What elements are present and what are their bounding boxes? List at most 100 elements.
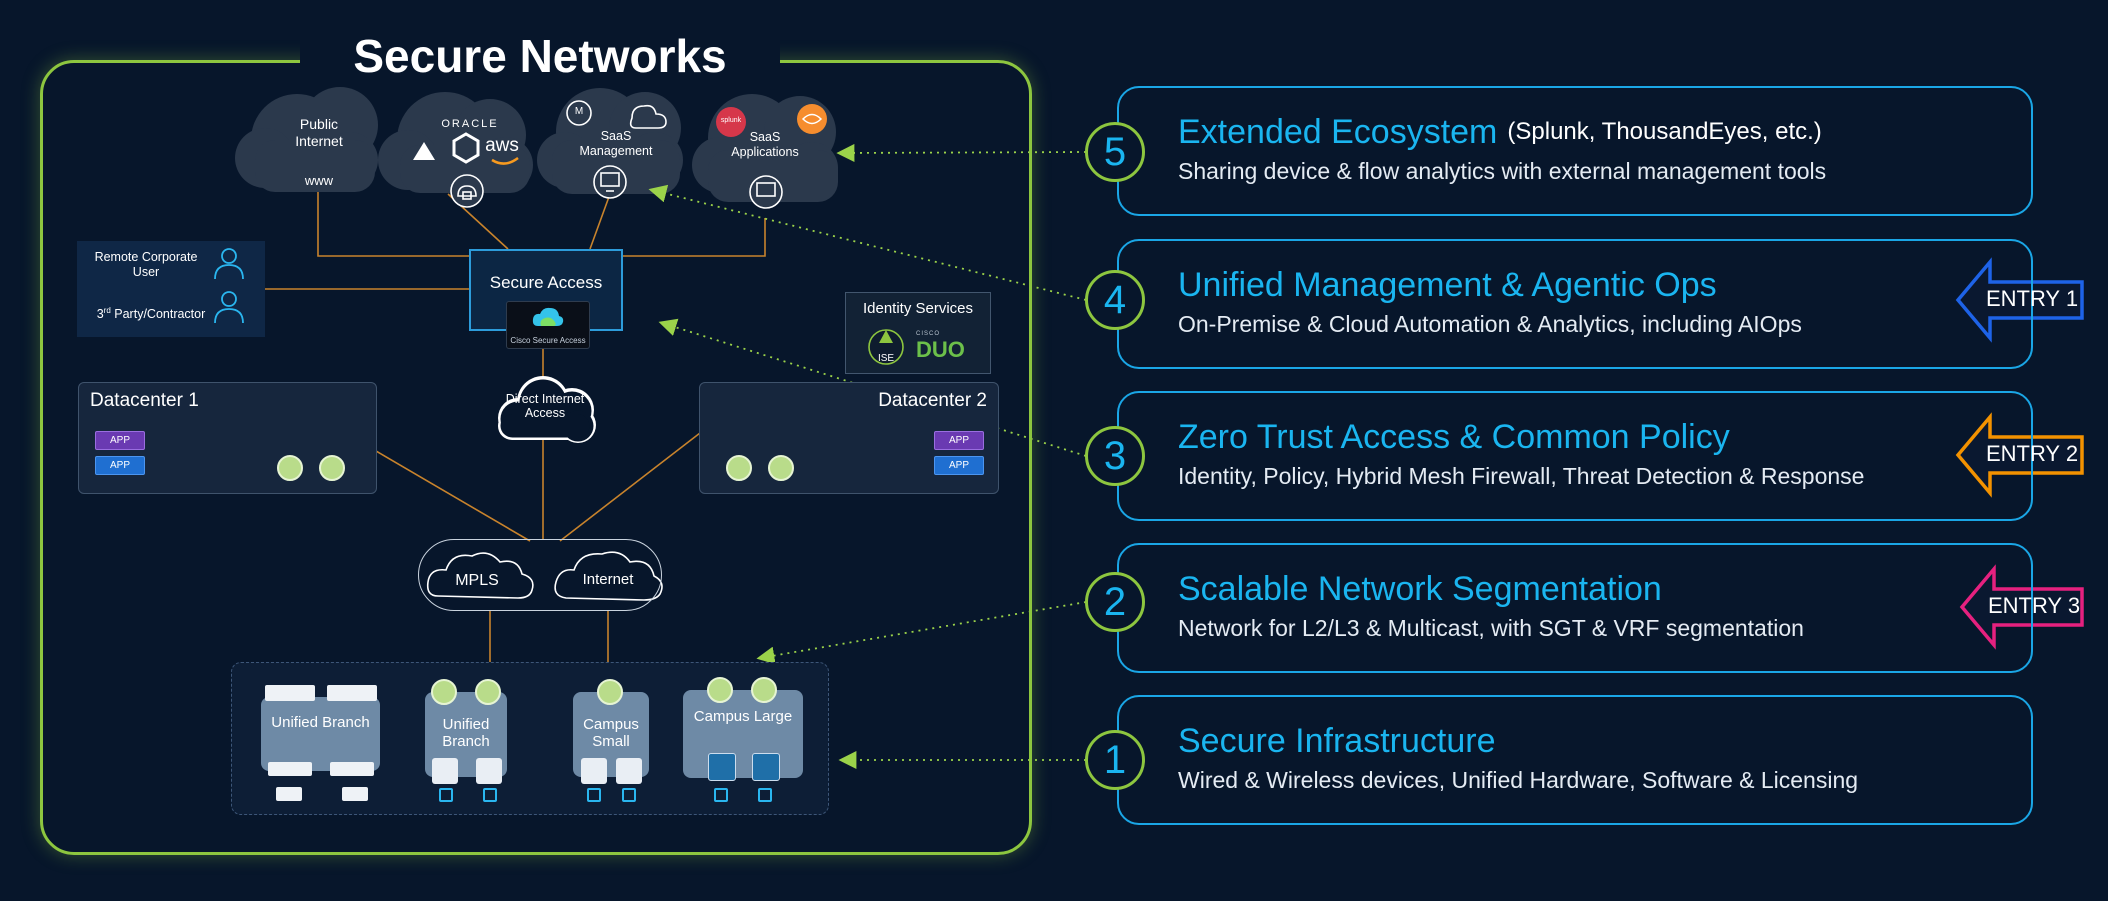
branch2-switch-a-icon	[432, 758, 458, 784]
entry-1-label: ENTRY 1	[1985, 286, 2079, 311]
layer-1-desc: Wired & Wireless devices, Unified Hardwa…	[1178, 767, 1859, 793]
third-party-rest: Party/Contractor	[110, 307, 206, 322]
site-campus-large-label: Campus Large	[693, 708, 793, 725]
datacenter2-router-b-icon	[768, 455, 794, 481]
user-icon-head	[221, 248, 237, 264]
entry-3-arrow-icon	[1959, 564, 2084, 650]
campus-large-router-b-icon	[751, 677, 777, 703]
user-icon-body	[214, 264, 244, 280]
campus-small-router-icon	[597, 679, 623, 705]
page-title: Secure Networks	[300, 26, 780, 86]
branch1-ap-a-icon	[276, 787, 302, 801]
layer-3-number: 3	[1085, 426, 1145, 486]
connector-dc1-wan	[375, 450, 531, 542]
secure-access-cloud-icon	[532, 307, 564, 326]
gcp-icon	[452, 132, 480, 164]
campus-large-router-a-icon	[707, 677, 733, 703]
azure-icon	[413, 142, 435, 160]
connector-saas-apps	[623, 218, 766, 257]
branch2-router-b-icon	[475, 679, 501, 705]
entry-1-arrow-icon	[1955, 257, 2084, 343]
layer-4-number: 4	[1085, 270, 1145, 330]
site-campus-small-label: Campus Small	[583, 716, 639, 750]
splunk-badge: splunk	[720, 117, 742, 124]
branch1-ap-b-icon	[342, 787, 368, 801]
campus-large-ap-b-icon	[758, 788, 772, 802]
layer-1-title: Secure Infrastructure	[1178, 722, 1496, 760]
user-icons	[214, 248, 244, 324]
connector-dc2-wan	[559, 432, 701, 542]
connector-internet	[317, 192, 469, 257]
entry-2-arrow-icon	[1955, 412, 2084, 498]
saas-management-label: SaaS Management	[579, 129, 653, 158]
wan-container	[418, 539, 662, 611]
duo-cisco-small: CISCO	[916, 331, 941, 337]
entry-3-label: ENTRY 3	[1987, 593, 2081, 618]
datacenter2-panel: Datacenter 2 APP APP	[699, 382, 999, 494]
branch1-device-a-icon	[265, 685, 315, 701]
thousandeyes-eye-icon	[801, 113, 823, 125]
datacenter1-router-a-icon	[277, 455, 303, 481]
duo-logo: DUO	[916, 337, 965, 362]
site-unified-branch-2-label: Unified Branch	[442, 716, 490, 750]
saas-mgmt-m-badge: M	[574, 106, 584, 117]
aws-smile-icon	[491, 156, 519, 165]
cloud-direct-internet-inner	[500, 379, 594, 442]
remote-users-panel: Remote Corporate User 3rd Party/Contract…	[77, 241, 265, 337]
campus-large-switch-a-icon	[708, 753, 736, 781]
splunk-icon	[716, 107, 746, 137]
third-party-sup: rd	[103, 306, 111, 315]
branch2-ap-b-icon	[483, 788, 497, 802]
www-badge: www	[304, 173, 334, 188]
cloud-lock-icon	[450, 174, 484, 208]
branch1-switch-a-icon	[268, 762, 312, 776]
campus-small-ap-a-icon	[587, 788, 601, 802]
campus-small-ap-b-icon	[622, 788, 636, 802]
cloud-public-internet	[235, 87, 378, 192]
datacenter1-app-chip-b: APP	[95, 456, 145, 475]
public-internet-label: Public Internet	[295, 116, 343, 149]
site-campus-large: Campus Large	[683, 690, 803, 778]
layer-2-title: Scalable Network Segmentation	[1178, 570, 1662, 608]
campus-small-switch-b-icon	[616, 758, 642, 784]
mpls-label: MPLS	[455, 572, 499, 589]
contractor-icon-body	[214, 308, 244, 324]
datacenter2-app-chip-b: APP	[934, 456, 984, 475]
entry-2-label: ENTRY 2	[1985, 441, 2079, 466]
campus-large-switch-b-icon	[752, 753, 780, 781]
datacenter2-app-chip-a: APP	[934, 431, 984, 450]
ise-icon	[868, 329, 904, 365]
branch1-switch-b-icon	[330, 762, 374, 776]
layer-2-desc: Network for L2/L3 & Multicast, with SGT …	[1178, 615, 1804, 641]
aws-label: aws	[485, 135, 519, 156]
remote-corporate-user-label: Remote Corporate User	[94, 250, 198, 279]
layer-5-title: Extended Ecosystem(Splunk, ThousandEyes,…	[1178, 113, 1822, 152]
branch1-device-b-icon	[327, 685, 377, 701]
datacenter1-panel: Datacenter 1 APP APP	[78, 382, 377, 494]
oracle-label: ORACLE	[441, 118, 499, 130]
layer-2-number: 2	[1085, 572, 1145, 632]
campus-small-switch-a-icon	[581, 758, 607, 784]
layer-pointers	[648, 143, 1087, 769]
ise-label: ISE	[877, 353, 895, 364]
thousandeyes-icon	[797, 104, 827, 134]
secure-access-logo-caption: Cisco Secure Access	[510, 336, 586, 345]
saas-mgmt-monitor-icon	[593, 165, 627, 199]
datacenter1-router-b-icon	[319, 455, 345, 481]
cloud-internet	[554, 551, 663, 601]
datacenter1-label: Datacenter 1	[90, 390, 199, 411]
contractor-icon-head	[221, 291, 237, 307]
datacenter2-router-a-icon	[726, 455, 752, 481]
layer-1-number: 1	[1085, 730, 1145, 790]
site-unified-branch-1-label: Unified Branch	[271, 714, 370, 731]
layer-4-desc: On-Premise & Cloud Automation & Analytic…	[1178, 311, 1802, 337]
layer-3-desc: Identity, Policy, Hybrid Mesh Firewall, …	[1178, 463, 1865, 489]
layer-3-title: Zero Trust Access & Common Policy	[1178, 418, 1730, 456]
identity-services-label: Identity Services	[862, 300, 974, 317]
site-unified-branch-1: Unified Branch	[261, 697, 380, 771]
layer-5-title-text: Extended Ecosystem	[1178, 113, 1498, 151]
branch2-ap-a-icon	[439, 788, 453, 802]
cisco-secure-access-logo: Cisco Secure Access	[506, 301, 590, 349]
direct-internet-access-label: Direct Internet Access	[505, 392, 585, 420]
